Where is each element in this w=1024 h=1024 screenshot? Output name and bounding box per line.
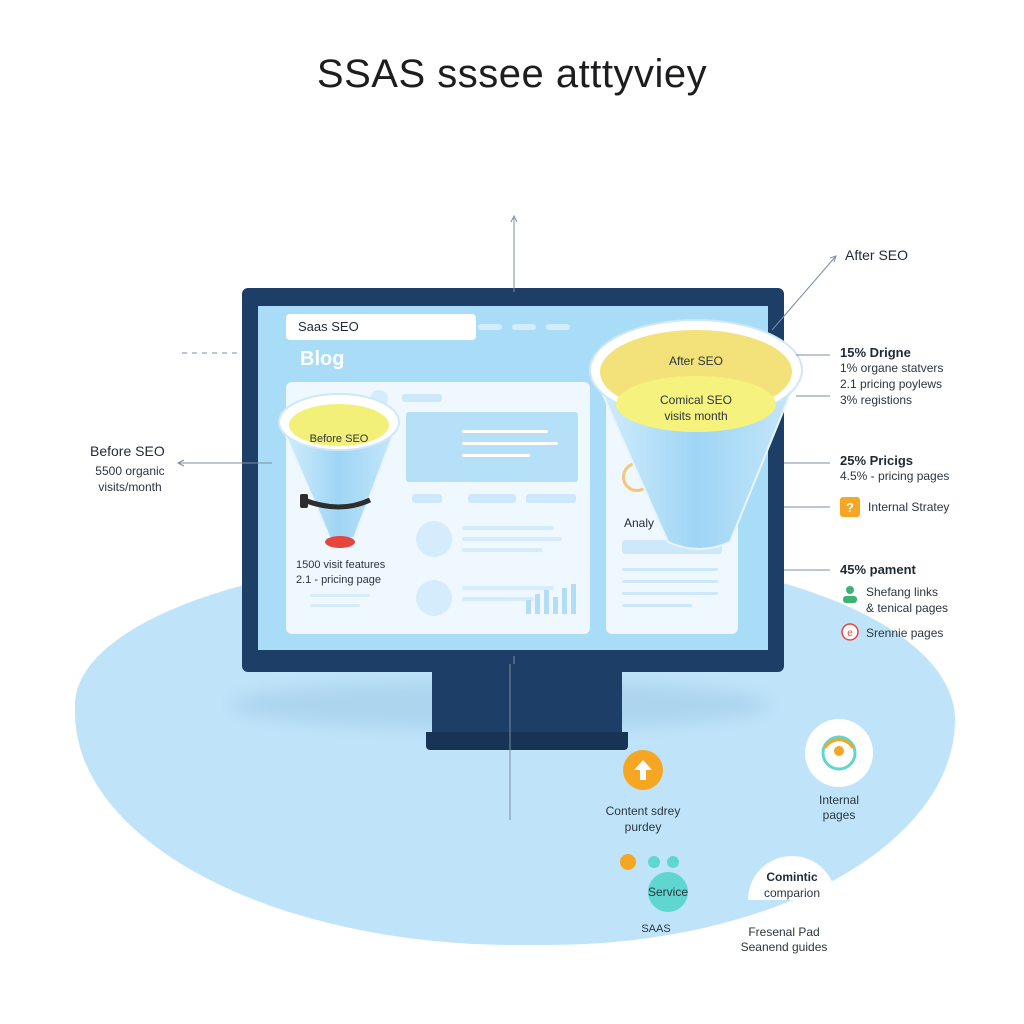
internal-pages-icon [805,719,873,787]
after-seo-callout: After SEO [845,247,909,263]
text-placeholder [462,548,542,552]
internal-pages-line1: Internal [818,793,860,807]
comparison-line2: comparion [763,886,821,900]
arrow-up-icon [623,750,663,790]
avatar-placeholder [416,521,452,557]
right-funnel-label: After SEO [668,354,724,368]
text-placeholder [622,604,692,607]
connector-lines [176,214,837,820]
srennie-pages-label: Srennie pages [866,626,944,640]
url-bar[interactable]: Saas SEO [286,314,476,340]
group2-title: 25% Pricigs [840,453,913,468]
content-strategy-line2: purdey [624,820,662,834]
text-placeholder [622,580,718,583]
text-placeholder [310,594,370,597]
page-title: SSAS sssee atttyviey [316,52,708,96]
text-placeholder [462,597,534,601]
right-funnel-inner-line1: Comical SEO [659,393,733,407]
right-funnel-inner-line2: visits month [664,409,728,423]
group1-line: 3% registions [840,393,913,407]
left-funnel-line1: 1500 visit features [296,559,386,571]
hero-line [462,454,530,457]
hero-block [406,412,578,482]
internal-pages-line2: pages [822,808,856,822]
service-label: Service [647,885,688,899]
comparison-bubble [748,856,836,900]
funnel-after-seo [589,319,803,550]
content-strategy-line1: Content sdrey [605,804,681,818]
card-bar [526,494,576,503]
guides-line1: Fresenal Pad [748,925,820,939]
internal-strategy-label: Internal Stratey [868,500,950,514]
guides-line2: Seanend guides [740,940,828,954]
card-bar [412,494,442,503]
monitor-base [426,732,628,750]
group3-line: Shefang links [866,585,939,599]
left-funnel-label: Before SEO [309,433,369,445]
group1-line: 1% organe statvers [840,361,944,375]
person-icon [843,586,857,603]
question-icon: ? [840,497,860,517]
group2-line: 4.5% - pricing pages [840,469,950,483]
text-placeholder [622,592,718,595]
card-bar [402,394,442,402]
nav-placeholder [478,324,502,330]
card-bar [468,494,516,503]
nav-placeholder [512,324,536,330]
saas-label: SAAS [641,923,671,935]
nav-placeholder [546,324,570,330]
e-circle-icon: e [841,623,859,641]
text-placeholder [462,526,554,530]
service-dots [620,854,688,912]
text-placeholder [622,568,718,571]
group3-line: & tenical pages [866,601,949,615]
group1-title: 15% Drigne [840,345,911,360]
before-seo-title: Before SEO [90,443,165,459]
text-placeholder [310,604,360,607]
avatar-placeholder [416,580,452,616]
funnel-before-seo [278,393,400,548]
monitor-neck [432,672,622,740]
text-placeholder [462,537,562,541]
before-seo-line2: visits/month [98,480,162,494]
hero-line [462,430,548,433]
hero-line [462,442,558,445]
before-seo-line1: 5500 organic [95,464,165,478]
group3-title: 45% pament [840,562,916,577]
svg-text:e: e [847,628,853,639]
analytics-label: Analy [624,516,655,530]
svg-text:?: ? [846,500,854,515]
left-funnel-line2: 2.1 - pricing page [296,574,381,586]
text-placeholder [462,586,554,590]
group1-line: 2.1 pricing poylews [840,377,943,391]
blog-label: Blog [300,348,345,370]
comparison-line1: Comintic [766,870,818,884]
mini-bar-chart [526,584,576,614]
